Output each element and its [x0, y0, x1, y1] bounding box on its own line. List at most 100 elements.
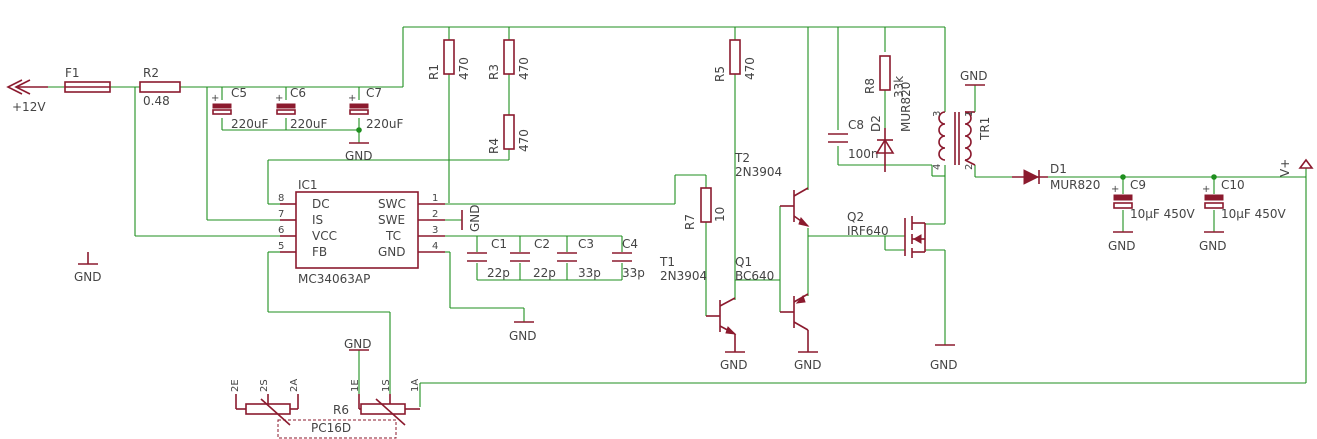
resistor-r8: R8 33k	[863, 55, 906, 98]
svg-text:GND: GND	[344, 337, 372, 351]
svg-text:T2: T2	[734, 151, 750, 165]
svg-text:R8: R8	[863, 78, 877, 94]
svg-text:2E: 2E	[230, 379, 241, 392]
svg-text:GND: GND	[1199, 239, 1227, 253]
svg-text:R2: R2	[143, 66, 159, 80]
svg-text:33p: 33p	[622, 266, 645, 280]
svg-text:3: 3	[432, 225, 438, 236]
wires	[48, 26, 1307, 407]
svg-text:Q2: Q2	[847, 210, 864, 224]
ground-symbol: GND	[345, 142, 373, 163]
svg-text:R7: R7	[683, 214, 697, 230]
resistor-r7: R7 10	[683, 187, 727, 230]
svg-text:GND: GND	[960, 69, 988, 83]
resistor-r4: R4 470	[487, 114, 531, 154]
svg-text:470: 470	[517, 129, 531, 152]
svg-text:C4: C4	[622, 237, 638, 251]
capacitor-c3: C3 33p	[557, 237, 601, 280]
resistor-r5: R5 470	[713, 39, 757, 82]
svg-text:3: 3	[932, 111, 943, 117]
svg-text:2N3904: 2N3904	[735, 165, 782, 179]
svg-text:+: +	[1111, 184, 1119, 195]
svg-text:TC: TC	[385, 229, 401, 243]
svg-text:8: 8	[278, 193, 284, 204]
capacitor-c4: C4 33p	[612, 237, 645, 280]
svg-text:1: 1	[964, 111, 975, 117]
ground-symbol: GND	[461, 204, 482, 232]
svg-text:470: 470	[517, 57, 531, 80]
svg-text:VCC: VCC	[312, 229, 337, 243]
ground-symbol: GND	[509, 321, 537, 343]
svg-text:100n: 100n	[848, 147, 879, 161]
svg-text:C2: C2	[534, 237, 550, 251]
svg-text:GND: GND	[509, 329, 537, 343]
svg-text:2N3904: 2N3904	[660, 269, 707, 283]
svg-text:IS: IS	[312, 213, 323, 227]
svg-text:GND: GND	[74, 270, 102, 284]
svg-text:22p: 22p	[533, 266, 556, 280]
svg-text:PC16D: PC16D	[311, 421, 351, 435]
svg-text:BC640: BC640	[735, 269, 774, 283]
svg-text:R6: R6	[333, 403, 349, 417]
svg-text:D1: D1	[1050, 162, 1067, 176]
svg-text:T1: T1	[659, 255, 675, 269]
ic-mc34063: IC1 MC34063AP DC IS VCC FB SWC SWE TC GN…	[278, 178, 445, 286]
svg-text:+: +	[348, 93, 356, 104]
svg-text:D2: D2	[869, 115, 883, 132]
svg-text:C1: C1	[491, 237, 507, 251]
capacitor-c10: + C10 10µF 450V GND	[1199, 178, 1287, 253]
svg-text:R5: R5	[713, 66, 727, 82]
svg-text:2S: 2S	[259, 379, 270, 392]
svg-text:GND: GND	[345, 149, 373, 163]
svg-text:GND: GND	[794, 358, 822, 372]
vplus-supply-symbol: V+	[1278, 158, 1314, 177]
svg-text:Q1: Q1	[735, 255, 752, 269]
svg-text:C10: C10	[1221, 178, 1245, 192]
capacitor-c6: + C6 220uF	[275, 86, 328, 131]
svg-text:7: 7	[278, 209, 284, 220]
svg-text:10µF 450V: 10µF 450V	[1130, 207, 1196, 221]
resistor-r3: R3 470	[487, 39, 531, 80]
svg-text:220uF: 220uF	[231, 117, 269, 131]
transistor-t2: T2 2N3904	[734, 151, 782, 179]
svg-text:V+: V+	[1278, 159, 1292, 177]
svg-text:C5: C5	[231, 86, 247, 100]
diode-d2: D2 MUR820	[869, 82, 913, 172]
resistor-r2: R2 0.48	[139, 66, 181, 108]
svg-text:22p: 22p	[487, 266, 510, 280]
svg-text:6: 6	[278, 225, 284, 236]
svg-text:FB: FB	[312, 245, 327, 259]
svg-text:C3: C3	[578, 237, 594, 251]
svg-text:220uF: 220uF	[290, 117, 328, 131]
ground-symbol: GND	[74, 252, 102, 284]
svg-text:F1: F1	[65, 66, 80, 80]
transformer-tr1: 3 4 1 2 TR1	[932, 111, 992, 170]
svg-text:GND: GND	[1108, 239, 1136, 253]
svg-text:C8: C8	[848, 118, 864, 132]
capacitor-c8: C8 100n	[828, 118, 879, 161]
svg-text:C7: C7	[366, 86, 382, 100]
svg-text:GND: GND	[468, 204, 482, 232]
svg-text:2: 2	[432, 209, 438, 220]
svg-text:IC1: IC1	[298, 178, 318, 192]
capacitor-c1: C1 22p	[467, 237, 510, 280]
power-input-symbol: +12V	[6, 79, 48, 114]
potentiometer-r6: 2E 2S 2A 1E 1S 1A R6 PC16D	[230, 379, 421, 439]
svg-text:MUR820: MUR820	[1050, 178, 1100, 192]
svg-text:R3: R3	[487, 64, 501, 80]
svg-text:C6: C6	[290, 86, 306, 100]
svg-text:4: 4	[432, 241, 438, 252]
svg-text:33p: 33p	[578, 266, 601, 280]
svg-text:1S: 1S	[381, 379, 392, 392]
svg-text:R1: R1	[427, 64, 441, 80]
svg-text:C9: C9	[1130, 178, 1146, 192]
svg-text:4: 4	[932, 164, 943, 170]
svg-text:+: +	[1202, 184, 1210, 195]
diode-d1: D1 MUR820	[1012, 162, 1100, 192]
svg-text:470: 470	[457, 57, 471, 80]
capacitor-c5: + C5 220uF	[211, 86, 269, 131]
svg-text:1: 1	[432, 193, 438, 204]
svg-text:33k: 33k	[892, 76, 906, 98]
svg-text:1E: 1E	[350, 379, 361, 392]
